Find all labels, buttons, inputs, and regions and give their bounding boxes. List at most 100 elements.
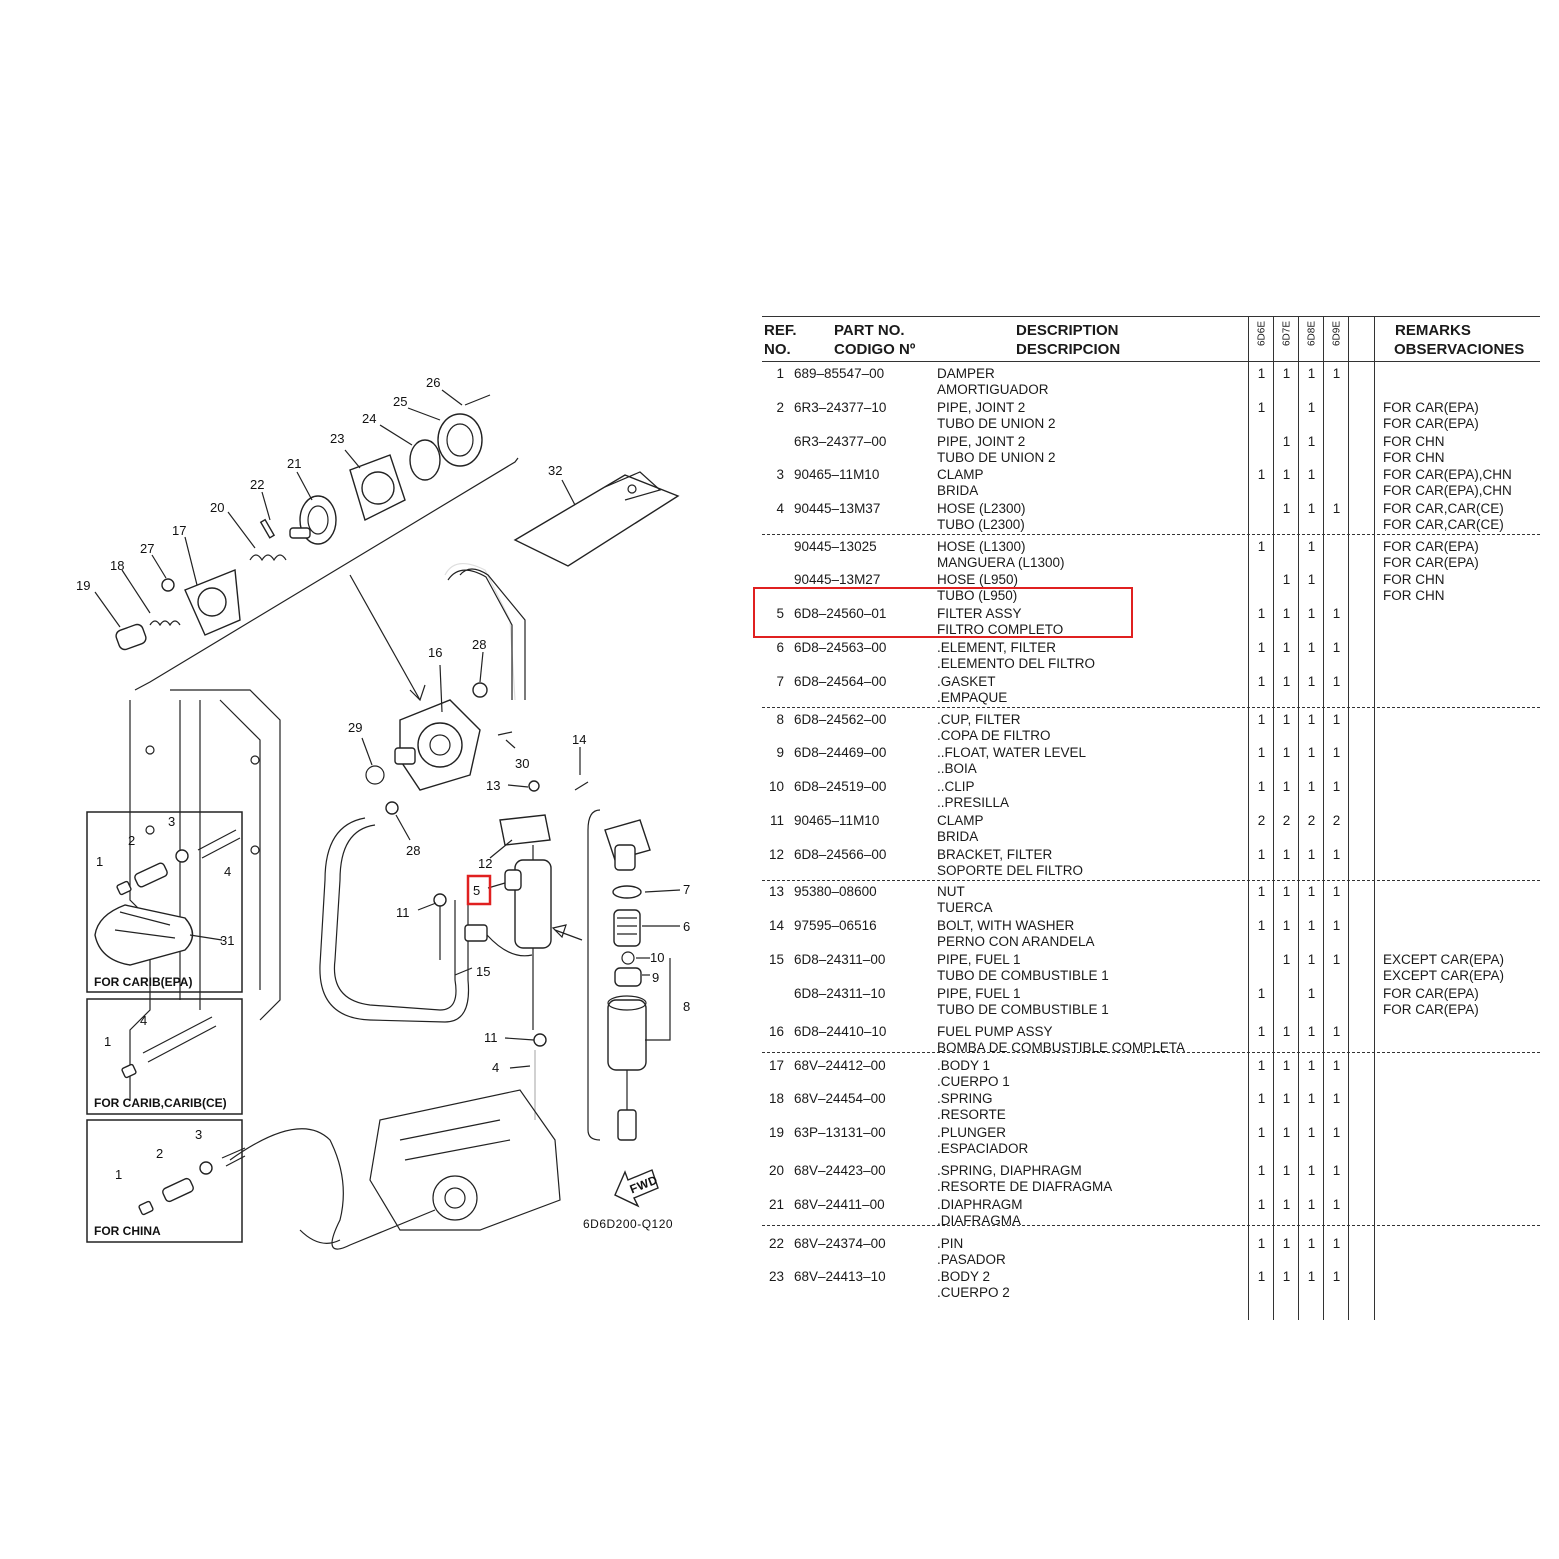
callout-1-ce: 1 bbox=[104, 1034, 111, 1049]
quantity-6d6e: 1 bbox=[1257, 674, 1266, 689]
callout-23: 23 bbox=[330, 431, 344, 446]
description: ..FLOAT, WATER LEVEL..BOIA bbox=[937, 745, 1086, 777]
quantity-6d7e: 1 bbox=[1282, 1163, 1291, 1178]
callout-20: 20 bbox=[210, 500, 224, 515]
description-en: .BODY 1 bbox=[937, 1058, 991, 1073]
header-part-no: PART NO. CODIGO Nº bbox=[834, 322, 916, 358]
part-number: 6D8–24566–00 bbox=[794, 847, 887, 862]
group-separator bbox=[762, 534, 1540, 535]
quantity-6d8e: 1 bbox=[1307, 952, 1316, 967]
description-en: CLAMP bbox=[937, 813, 984, 828]
callout-13: 13 bbox=[486, 778, 500, 793]
ref-number: 21 bbox=[768, 1197, 784, 1212]
ref-number: 8 bbox=[776, 712, 784, 727]
fuel-pump bbox=[365, 563, 526, 815]
description-en: FUEL PUMP ASSY bbox=[937, 1024, 1053, 1039]
quantity-6d9e: 1 bbox=[1332, 952, 1341, 967]
description-es: .ELEMENTO DEL FILTRO bbox=[937, 656, 1096, 671]
quantity-6d9e: 1 bbox=[1332, 1091, 1341, 1106]
remarks-line-2: FOR CAR,CAR(CE) bbox=[1383, 517, 1504, 532]
ref-number: 9 bbox=[776, 745, 784, 760]
quantity-6d7e: 1 bbox=[1282, 952, 1291, 967]
group-separator bbox=[762, 880, 1540, 881]
callout-2: 2 bbox=[128, 833, 135, 848]
callout-4: 4 bbox=[224, 864, 231, 879]
ref-number: 5 bbox=[776, 606, 784, 621]
description-es: TUBO DE COMBUSTIBLE 1 bbox=[937, 1002, 1109, 1017]
description-en: PIPE, FUEL 1 bbox=[937, 986, 1021, 1001]
part-number: 6D8–24560–01 bbox=[794, 606, 887, 621]
table-top-rule bbox=[762, 316, 1540, 317]
exploded-parts-diagram: FWD 6D6D200-Q120 FOR CARIB(EPA) FOR CARI… bbox=[0, 0, 760, 1559]
callout-29: 29 bbox=[348, 720, 362, 735]
callout-7: 7 bbox=[683, 882, 690, 897]
quantity-6d7e: 1 bbox=[1282, 572, 1291, 587]
quantity-6d6e: 1 bbox=[1257, 1236, 1266, 1251]
quantity-6d8e: 1 bbox=[1307, 400, 1316, 415]
description-es: TUBO DE UNION 2 bbox=[937, 450, 1056, 465]
diagram-code: 6D6D200-Q120 bbox=[583, 1217, 673, 1231]
ref-number: 15 bbox=[768, 952, 784, 967]
fuel-filter-assembly bbox=[433, 780, 589, 1120]
quantity-6d9e: 1 bbox=[1332, 1197, 1341, 1212]
callout-numbers: 1 2 3 4 5 6 7 8 9 10 11 12 13 14 15 16 1… bbox=[76, 375, 690, 1182]
ref-number: 10 bbox=[768, 779, 784, 794]
ref-number: 4 bbox=[776, 501, 784, 516]
callout-31: 31 bbox=[220, 933, 234, 948]
quantity-6d8e: 1 bbox=[1307, 674, 1316, 689]
part-number: 6D8–24311–00 bbox=[794, 952, 886, 967]
description-en: PIPE, JOINT 2 bbox=[937, 434, 1026, 449]
description-es: FILTRO COMPLETO bbox=[937, 622, 1064, 637]
remarks-line-2: FOR CHN bbox=[1383, 450, 1445, 465]
description-es: BRIDA bbox=[937, 483, 979, 498]
remarks-line-2: FOR CAR(EPA) bbox=[1383, 416, 1479, 431]
table-header-rule bbox=[762, 361, 1540, 362]
quantity-6d9e: 1 bbox=[1332, 779, 1341, 794]
quantity-6d8e: 1 bbox=[1307, 1197, 1316, 1212]
description-es: TUBO (L2300) bbox=[937, 517, 1025, 532]
description-en: ..FLOAT, WATER LEVEL bbox=[937, 745, 1087, 760]
callout-2-china: 2 bbox=[156, 1146, 163, 1161]
quantity-6d6e: 1 bbox=[1257, 986, 1266, 1001]
quantity-6d6e: 2 bbox=[1257, 813, 1266, 828]
remarks: FOR CAR(EPA)FOR CAR(EPA) bbox=[1383, 400, 1479, 432]
part-number: 90445–13M37 bbox=[794, 501, 881, 516]
ref-number: 17 bbox=[768, 1058, 784, 1073]
group-separator bbox=[762, 1225, 1540, 1226]
col-divider bbox=[1273, 316, 1274, 1320]
quantity-6d7e: 1 bbox=[1282, 1197, 1291, 1212]
quantity-6d7e: 1 bbox=[1282, 674, 1291, 689]
description: .ELEMENT, FILTER.ELEMENTO DEL FILTRO bbox=[937, 640, 1095, 672]
description-es: TUBO DE UNION 2 bbox=[937, 416, 1056, 431]
callout-12: 12 bbox=[478, 856, 492, 871]
description-es: AMORTIGUADOR bbox=[937, 382, 1049, 397]
quantity-6d8e: 1 bbox=[1307, 501, 1316, 516]
description-en: .BODY 2 bbox=[937, 1269, 991, 1284]
remarks: FOR CAR(EPA)FOR CAR(EPA) bbox=[1383, 986, 1479, 1018]
quantity-6d8e: 1 bbox=[1307, 745, 1316, 760]
quantity-6d7e: 1 bbox=[1282, 1125, 1291, 1140]
quantity-6d8e: 1 bbox=[1307, 539, 1316, 554]
part-number: 6D8–24564–00 bbox=[794, 674, 887, 689]
description-es: .ESPACIADOR bbox=[937, 1141, 1029, 1156]
row-highlight-5 bbox=[753, 587, 1133, 638]
quantity-6d6e: 1 bbox=[1257, 1269, 1266, 1284]
callout-1-china: 1 bbox=[115, 1167, 122, 1182]
quantity-6d8e: 1 bbox=[1307, 606, 1316, 621]
remarks-line-2: FOR CAR(EPA),CHN bbox=[1383, 483, 1512, 498]
callout-11: 11 bbox=[396, 905, 410, 920]
quantity-6d7e: 1 bbox=[1282, 1024, 1291, 1039]
header-ref: REF. NO. bbox=[764, 322, 797, 358]
ref-number: 23 bbox=[768, 1269, 784, 1284]
variant-box-carib-ce: FOR CARIB,CARIB(CE) bbox=[86, 998, 243, 1115]
quantity-6d8e: 1 bbox=[1307, 1058, 1316, 1073]
variant-label-china: FOR CHINA bbox=[94, 1224, 161, 1238]
description-en: HOSE (L2300) bbox=[937, 501, 1026, 516]
